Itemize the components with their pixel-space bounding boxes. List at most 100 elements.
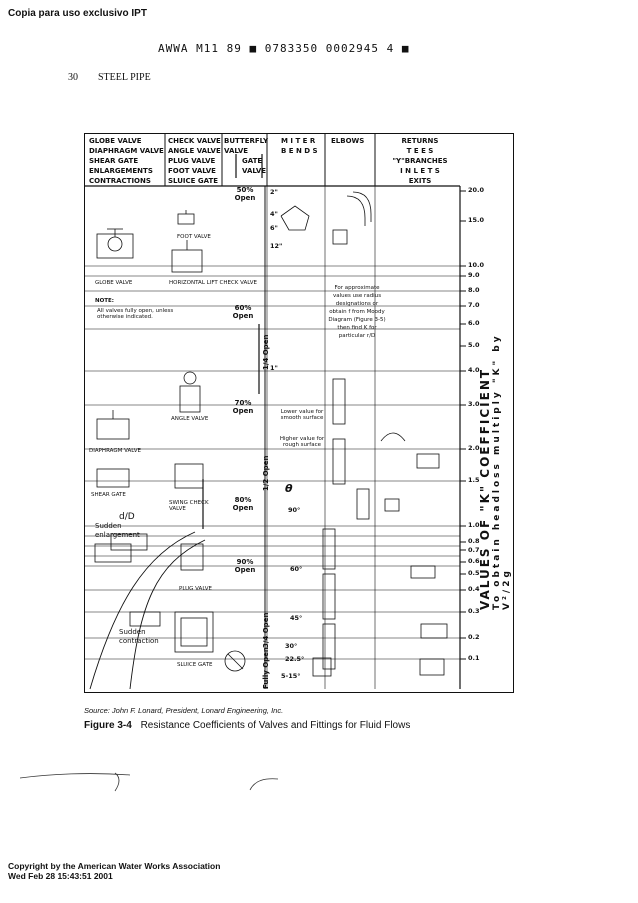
note-lower-value: Lower value for smooth surface bbox=[280, 409, 324, 421]
k-tick: 10.0 bbox=[468, 261, 485, 269]
fully-open: Fully Open bbox=[262, 647, 270, 689]
label-globe-valve: GLOBE VALVE bbox=[95, 280, 133, 286]
k-tick: 0.7 bbox=[468, 546, 480, 554]
miter-22: 22.5° bbox=[285, 655, 305, 663]
k-tick: 2.0 bbox=[468, 444, 480, 452]
pct-80-open: 80% Open bbox=[232, 496, 254, 512]
header-col-miter: M I T E R B E N D S bbox=[281, 136, 318, 156]
label-foot-valve: FOOT VALVE bbox=[177, 234, 211, 240]
theta-symbol: θ bbox=[285, 482, 293, 495]
k-tick: 7.0 bbox=[468, 301, 480, 309]
k-axis-title-line1: VALUES OF "K" COEFFICIENT bbox=[478, 367, 492, 610]
header-text: "Y"BRANCHES bbox=[392, 157, 448, 165]
header-text: T E E S bbox=[406, 147, 434, 155]
page-number: 30 bbox=[68, 72, 78, 83]
figure-label: Figure 3-4 bbox=[84, 720, 132, 731]
miter-90: 90° bbox=[288, 506, 301, 514]
label-sudden-contraction: Sudden contraction bbox=[119, 628, 159, 645]
one-quarter-open: 1/4 Open bbox=[262, 334, 270, 370]
size-4: 4" bbox=[270, 210, 278, 218]
label-diaphragm-valve: DIAPHRAGM VALVE bbox=[89, 448, 141, 454]
resistance-coefficient-chart: GLOBE VALVE DIAPHRAGM VALVE SHEAR GATE E… bbox=[84, 133, 514, 693]
k-tick: 0.3 bbox=[468, 607, 480, 615]
k-tick: 15.0 bbox=[468, 216, 485, 224]
label-sudden-enlargement: Sudden enlargement bbox=[95, 522, 140, 539]
header-text: FOOT VALVE bbox=[168, 167, 216, 175]
footer: Copyright by the American Water Works As… bbox=[8, 861, 220, 881]
label-sluice-gate: SLUICE GATE bbox=[177, 662, 213, 668]
header-text: DIAPHRAGM VALVE bbox=[89, 147, 164, 155]
k-tick: 5.0 bbox=[468, 341, 480, 349]
k-tick: 8.0 bbox=[468, 286, 480, 294]
pct-90-open: 90% Open bbox=[234, 558, 256, 574]
pct-50-open: 50% Open bbox=[234, 186, 256, 202]
k-tick: 1.0 bbox=[468, 521, 480, 529]
header-text: GATE bbox=[242, 157, 263, 165]
header-text: SLUICE GATE bbox=[168, 177, 219, 185]
header-text: CHECK VALVE bbox=[168, 137, 221, 145]
k-tick: 0.1 bbox=[468, 654, 480, 662]
header-text: VALVE bbox=[224, 147, 249, 155]
label-d-over-D: d/D bbox=[119, 512, 135, 522]
figure-source: Source: John F. Lonard, President, Lonar… bbox=[84, 706, 284, 715]
miter-45: 45° bbox=[290, 614, 303, 622]
label-shear-gate: SHEAR GATE bbox=[91, 492, 126, 498]
header-text: ELBOWS bbox=[331, 137, 365, 145]
k-tick: 0.5 bbox=[468, 569, 480, 577]
timestamp-line: Wed Feb 28 15:43:51 2001 bbox=[8, 871, 113, 881]
running-title: STEEL PIPE bbox=[98, 72, 151, 83]
k-tick: 20.0 bbox=[468, 186, 485, 194]
label-horizontal-lift-check: HORIZONTAL LIFT CHECK VALVE bbox=[169, 280, 258, 286]
elbow-note: For approximate values use radius design… bbox=[328, 285, 386, 339]
k-tick: 3.0 bbox=[468, 400, 480, 408]
note-higher-value: Higher value for rough surface bbox=[279, 436, 325, 448]
size-1: 1" bbox=[270, 364, 278, 372]
size-2: 2" bbox=[270, 188, 278, 196]
pct-70-open: 70% Open bbox=[232, 399, 254, 415]
header-text: SHEAR GATE bbox=[89, 157, 139, 165]
size-6: 6" bbox=[270, 224, 278, 232]
miter-60: 60° bbox=[290, 565, 303, 573]
pen-scribble-marks bbox=[20, 772, 279, 792]
chart-lines bbox=[85, 134, 466, 690]
pct-60-open: 60% Open bbox=[232, 304, 254, 320]
k-tick: 0.6 bbox=[468, 557, 480, 565]
header-col-globe: GLOBE VALVE DIAPHRAGM VALVE SHEAR GATE E… bbox=[89, 136, 164, 186]
header-text: RETURNS bbox=[401, 137, 439, 145]
header-text: CONTRACTIONS bbox=[89, 177, 151, 185]
label-plug-valve: PLUG VALVE bbox=[179, 586, 213, 592]
k-axis-title: VALUES OF "K" COEFFICIENT To obtain head… bbox=[478, 310, 512, 610]
header-text: I N L E T S bbox=[400, 167, 440, 175]
header-text: PLUG VALVE bbox=[168, 157, 216, 165]
header-col-butterfly: BUTTERFLY VALVE GATE VALVE bbox=[224, 136, 268, 176]
header-text: ENLARGEMENTS bbox=[89, 167, 153, 175]
header-col-check: CHECK VALVE ANGLE VALVE PLUG VALVE FOOT … bbox=[168, 136, 221, 186]
header-text: M I T E R bbox=[281, 137, 316, 145]
miter-30: 30° bbox=[285, 642, 298, 650]
header-text: B E N D S bbox=[281, 147, 318, 155]
header-col-returns: RETURNS T E E S "Y"BRANCHES I N L E T S … bbox=[385, 136, 455, 186]
one-half-open: 1/2 Open bbox=[262, 455, 270, 491]
label-swing-check: SWING CHECK VALVE bbox=[169, 500, 209, 512]
header-text: BUTTERFLY bbox=[224, 137, 269, 145]
figure-title: Resistance Coefficients of Valves and Fi… bbox=[140, 720, 411, 731]
header-text: GLOBE VALVE bbox=[89, 137, 142, 145]
size-12: 12" bbox=[270, 242, 283, 250]
copyright-line: Copyright by the American Water Works As… bbox=[8, 861, 221, 871]
header-text: EXITS bbox=[408, 177, 432, 185]
figure-caption: Figure 3-4 Resistance Coefficients of Va… bbox=[84, 720, 410, 731]
k-tick: 4.0 bbox=[468, 366, 480, 374]
three-quarter-open: 3/4 Open bbox=[262, 612, 270, 648]
k-tick: 6.0 bbox=[468, 319, 480, 327]
k-tick: 1.5 bbox=[468, 476, 480, 484]
header-text: ANGLE VALVE bbox=[168, 147, 221, 155]
k-tick: 0.4 bbox=[468, 585, 480, 593]
header-text: VALVE bbox=[242, 167, 267, 175]
label-angle-valve: ANGLE VALVE bbox=[171, 416, 209, 422]
k-axis-title-line2: To obtain headloss multiply "K" by V²/2g bbox=[492, 333, 512, 610]
miter-15: 5-15° bbox=[281, 672, 301, 680]
header-col-elbows: ELBOWS bbox=[331, 136, 364, 146]
document-code: AWWA M11 89 ■ 0783350 0002945 4 ■ bbox=[158, 42, 410, 55]
note-title: NOTE: bbox=[95, 298, 114, 304]
k-tick: 0.2 bbox=[468, 633, 480, 641]
